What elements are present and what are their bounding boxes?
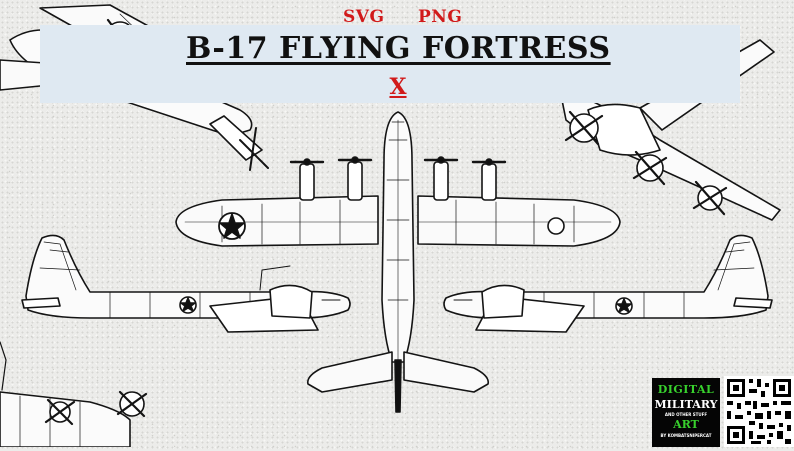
title-mark: X xyxy=(389,74,407,100)
format-label-png: PNG xyxy=(418,7,463,27)
qr-code-graphic xyxy=(724,376,794,447)
logo-line-byline: BY KOMBATSNIPERCAT xyxy=(660,433,712,438)
brand-logo: DIGITAL MILITARY AND OTHER STUFF ART BY … xyxy=(652,378,720,447)
logo-line-art: ART xyxy=(673,418,699,431)
logo-line-military: MILITARY xyxy=(654,398,718,411)
page-title: B-17 FLYING FORTRESS xyxy=(186,31,611,66)
logo-line-tagline: AND OTHER STUFF xyxy=(664,412,708,417)
logo-line-digital: DIGITAL xyxy=(657,383,715,396)
left-side-view-bomber-icon xyxy=(21,234,351,333)
qr-code-icon xyxy=(724,376,794,447)
right-side-view-bomber-icon xyxy=(443,234,773,333)
top-view-bomber-icon xyxy=(175,111,621,413)
title-banner xyxy=(40,25,740,103)
format-label-svg: SVG xyxy=(343,7,385,27)
bottom-partial-bomber-icon xyxy=(0,341,148,447)
